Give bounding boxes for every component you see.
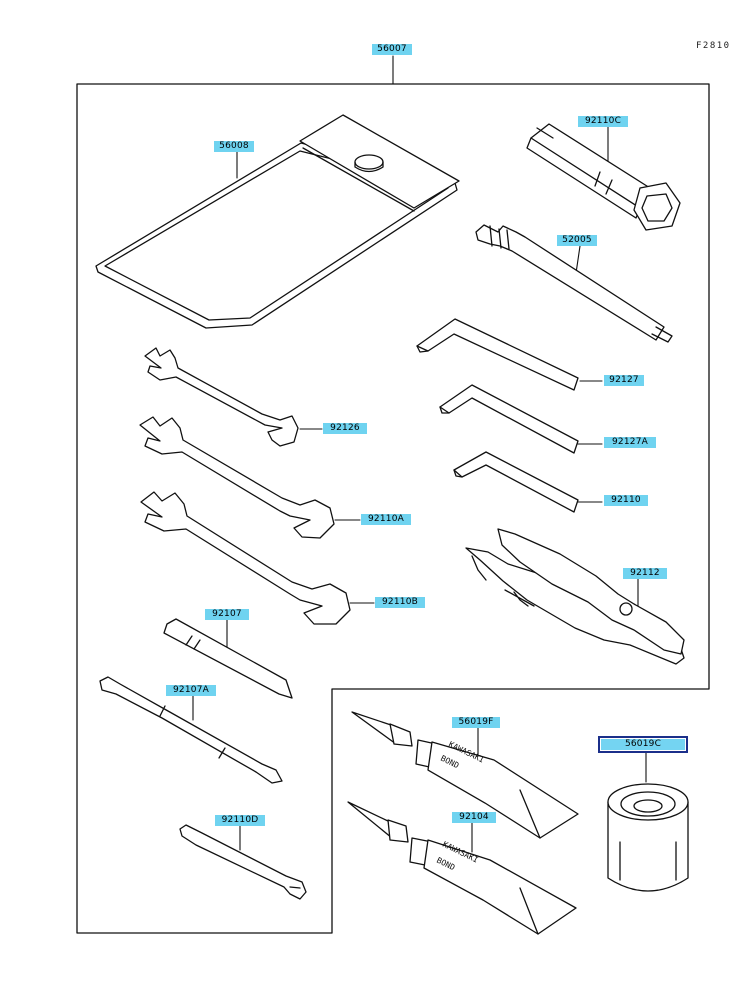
screwdriver-bit (163, 618, 293, 699)
figure-code: F2810 (696, 41, 731, 51)
part-label-56019f[interactable]: 56019F (452, 717, 500, 728)
wrench-92110a (139, 416, 335, 539)
part-label-92110[interactable]: 92110 (604, 495, 648, 506)
hex-key-92127a (439, 384, 579, 454)
part-label-92112[interactable]: 92112 (623, 568, 667, 579)
wrench-92126 (144, 347, 299, 447)
part-label-52005[interactable]: 52005 (557, 235, 597, 246)
tube-56019f (351, 711, 579, 839)
spoke-wrench (179, 824, 307, 900)
spark-plug-wrench (526, 123, 681, 231)
part-label-92107[interactable]: 92107 (205, 609, 249, 620)
part-label-56019c[interactable]: 56019C (598, 736, 688, 753)
part-label-92127a[interactable]: 92127A (604, 437, 656, 448)
part-label-92126[interactable]: 92126 (323, 423, 367, 434)
part-label-92104[interactable]: 92104 (452, 812, 496, 823)
part-label-92110a[interactable]: 92110A (361, 514, 411, 525)
tube-92104 (347, 801, 577, 935)
part-label-92110b[interactable]: 92110B (375, 597, 425, 608)
part-label-92107a[interactable]: 92107A (166, 685, 216, 696)
screwdriver-double-end (99, 676, 283, 784)
kit-frame (76, 83, 710, 934)
screwdriver-grip-tool (475, 224, 673, 343)
container-56019c (607, 783, 689, 892)
leader-lines (192, 55, 647, 853)
hex-key-92127 (416, 318, 579, 391)
part-label-92127[interactable]: 92127 (604, 375, 644, 386)
wrench-92110b (140, 491, 351, 625)
hex-key-92110 (453, 451, 579, 513)
part-label-92110d[interactable]: 92110D (215, 815, 265, 826)
tool-pouch (95, 114, 460, 329)
part-label-92110c[interactable]: 92110C (578, 116, 628, 127)
part-label-56007[interactable]: 56007 (372, 44, 412, 55)
part-label-56008[interactable]: 56008 (214, 141, 254, 152)
pliers (465, 528, 685, 665)
